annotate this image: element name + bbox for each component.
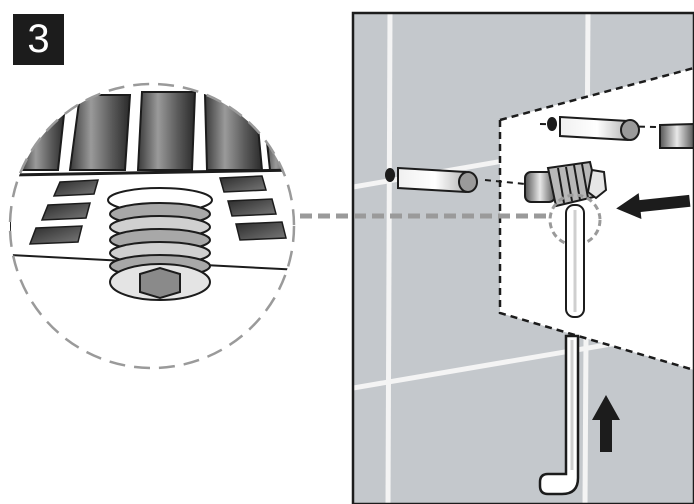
push-arrow-icon [616,193,691,219]
step-number-badge: 3 [13,14,64,65]
wall-dowel-lower [385,166,478,194]
up-arrow-icon [592,395,620,452]
wall-dowel-upper [547,115,694,149]
magnified-screw-thread-icon [8,82,296,370]
tiled-wall-panel [353,13,694,504]
allen-key-icon [538,334,580,496]
mounting-bracket [524,160,608,318]
